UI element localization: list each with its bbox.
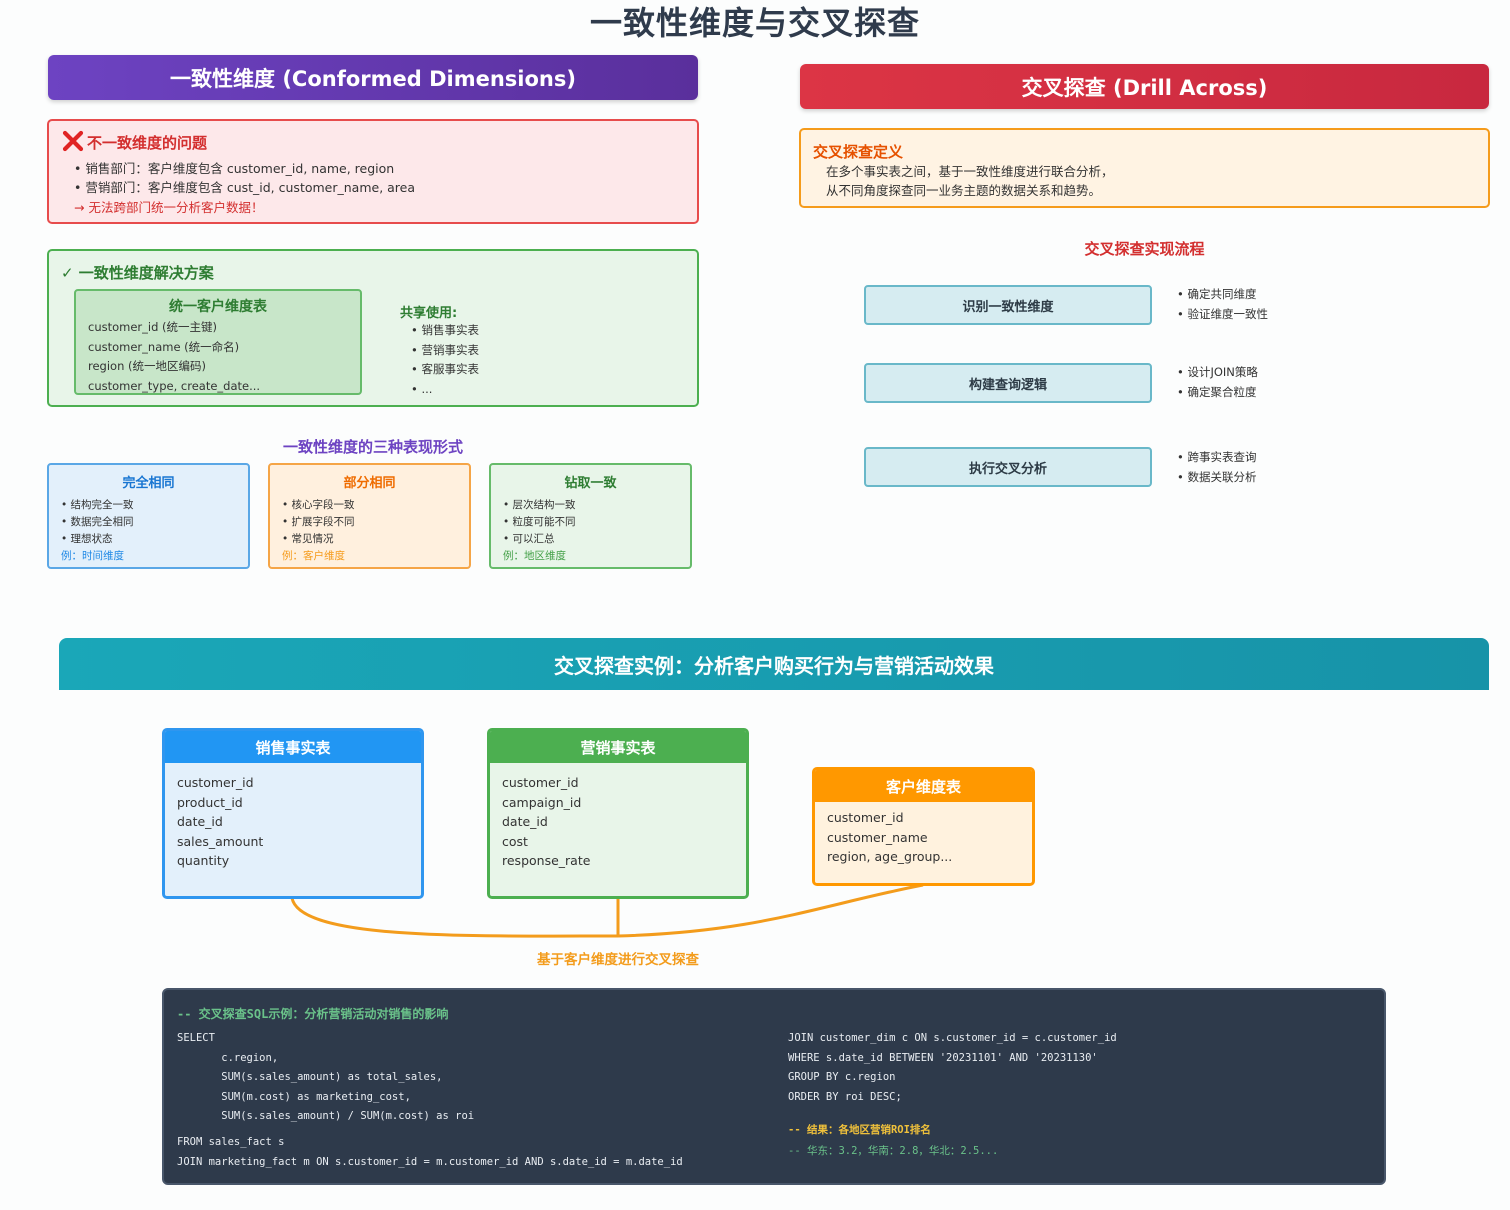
- problem-line: • 营销部门：客户维度包含 cust_id, customer_name, ar…: [74, 180, 416, 195]
- form-item: • 核心字段一致: [282, 499, 355, 511]
- dim-field: customer_name (统一命名): [88, 339, 240, 354]
- flow-notes: • 跨事实表查询 • 数据关联分析: [1177, 447, 1256, 487]
- flow-step-identify: 识别一致性维度: [864, 285, 1152, 325]
- table-field: customer_id: [502, 775, 579, 790]
- flow-step-execute: 执行交叉分析: [864, 447, 1152, 487]
- example-banner: 交叉探查实例：分析客户购买行为与营销活动效果: [59, 638, 1489, 690]
- unified-customer-dim-table: 统一客户维度表 customer_id (统一主键) customer_name…: [74, 289, 362, 395]
- form-card-title: 完全相同: [122, 476, 175, 491]
- table-field: date_id: [502, 814, 548, 829]
- table-field: response_rate: [502, 853, 591, 868]
- flow-note: • 数据关联分析: [1177, 470, 1257, 484]
- shared-item: • 营销事实表: [411, 342, 479, 357]
- sql-result-values: -- 华东：3.2，华南：2.8，华北：2.5...: [788, 1145, 999, 1157]
- problem-box: 不一致维度的问题 • 销售部门：客户维度包含 customer_id, name…: [47, 119, 699, 224]
- sql-line: c.region,: [177, 1052, 279, 1064]
- connector-customer: [617, 883, 924, 938]
- table-field: sales_amount: [177, 833, 264, 849]
- table-field: customer_name: [827, 829, 928, 845]
- sql-line: WHERE s.date_id BETWEEN '20231101' AND '…: [788, 1052, 1098, 1064]
- form-example: 例：客户维度: [282, 550, 345, 562]
- flow-note: • 跨事实表查询: [1177, 450, 1257, 464]
- flow-notes: • 确定共同维度 • 验证维度一致性: [1177, 284, 1268, 324]
- form-example: 例：时间维度: [61, 550, 124, 562]
- form-card-title: 钻取一致: [564, 476, 617, 491]
- form-card-title: 部分相同: [343, 476, 396, 491]
- solution-heading: ✓ 一致性维度解决方案: [61, 264, 214, 282]
- sql-line: GROUP BY c.region: [788, 1071, 896, 1083]
- problem-heading: 不一致维度的问题: [87, 134, 208, 152]
- definition-heading: 交叉探查定义: [813, 143, 904, 161]
- problem-conclusion: → 无法跨部门统一分析客户数据！: [74, 200, 264, 215]
- flow-note: • 确定聚合粒度: [1177, 385, 1257, 399]
- form-item: • 理想状态: [61, 533, 113, 545]
- conformed-dimensions-banner: 一致性维度 (Conformed Dimensions): [48, 55, 698, 100]
- definition-box: 交叉探查定义 在多个事实表之间，基于一致性维度进行联合分析， 从不同角度探查同一…: [799, 128, 1490, 208]
- dim-field: customer_type, create_date...: [88, 378, 261, 393]
- page-title: 一致性维度与交叉探查: [589, 4, 920, 42]
- connector-sales: [290, 897, 619, 938]
- form-item: • 数据完全相同: [61, 516, 134, 528]
- form-item: • 结构完全一致: [61, 499, 134, 511]
- customer-dim-table: 客户维度表 customer_id customer_name region, …: [812, 767, 1035, 886]
- flow-note: • 验证维度一致性: [1177, 307, 1268, 321]
- sql-line: SUM(s.sales_amount) as total_sales,: [177, 1071, 443, 1083]
- table-field: customer_id: [177, 775, 254, 790]
- unified-dim-fields: customer_id (统一主键) customer_name (统一命名) …: [88, 318, 260, 396]
- sql-line: JOIN marketing_fact m ON s.customer_id =…: [177, 1156, 683, 1168]
- flow-step-build: 构建查询逻辑: [864, 363, 1152, 403]
- marketing-fact-table: 营销事实表 customer_id campaign_id date_id co…: [487, 728, 749, 899]
- form-item: • 扩展字段不同: [282, 516, 355, 528]
- form-card-drill: 钻取一致 • 层次结构一致 • 粒度可能不同 • 可以汇总 例：地区维度: [489, 463, 692, 569]
- flow-note: • 设计JOIN策略: [1177, 365, 1258, 379]
- dim-field: region (统一地区编码): [88, 359, 206, 373]
- table-title: 营销事实表: [490, 731, 746, 763]
- dim-field: customer_id (统一主键): [88, 320, 218, 334]
- shared-usage-title: 共享使用:: [400, 306, 458, 321]
- flow-notes: • 设计JOIN策略 • 确定聚合粒度: [1177, 362, 1258, 402]
- forms-title: 一致性维度的三种表现形式: [282, 438, 463, 456]
- form-card-identical: 完全相同 • 结构完全一致 • 数据完全相同 • 理想状态 例：时间维度: [47, 463, 250, 569]
- unified-dim-title: 统一客户维度表: [169, 299, 267, 315]
- table-title: 客户维度表: [815, 770, 1032, 802]
- sql-code-block: -- 交叉探查SQL示例：分析营销活动对销售的影响 SELECT c.regio…: [162, 988, 1386, 1185]
- flow-title: 交叉探查实现流程: [1084, 240, 1205, 258]
- table-field: campaign_id: [502, 794, 582, 810]
- sql-comment: -- 交叉探查SQL示例：分析营销活动对销售的影响: [177, 1007, 449, 1021]
- table-field: customer_id: [827, 810, 904, 825]
- form-item: • 常见情况: [282, 533, 334, 545]
- connector-label: 基于客户维度进行交叉探查: [537, 952, 699, 968]
- sql-result-title: -- 结果：各地区营销ROI排名: [788, 1124, 931, 1136]
- table-field: quantity: [177, 853, 230, 868]
- flow-note: • 确定共同维度: [1177, 287, 1257, 301]
- table-field: date_id: [177, 814, 223, 829]
- sql-line: SELECT: [177, 1032, 215, 1044]
- form-example: 例：地区维度: [503, 550, 566, 562]
- drill-across-banner: 交叉探查 (Drill Across): [800, 64, 1489, 109]
- form-item: • 粒度可能不同: [503, 516, 576, 528]
- solution-box: ✓ 一致性维度解决方案 统一客户维度表 customer_id (统一主键) c…: [47, 249, 699, 407]
- form-item: • 可以汇总: [503, 533, 555, 545]
- table-title: 销售事实表: [165, 731, 421, 763]
- shared-item: • 客服事实表: [411, 362, 479, 376]
- sql-line: FROM sales_fact s: [177, 1136, 285, 1148]
- shared-item: • 销售事实表: [411, 323, 479, 337]
- table-field: product_id: [177, 794, 243, 810]
- definition-line: 在多个事实表之间，基于一致性维度进行联合分析，: [826, 164, 1114, 179]
- form-card-partial: 部分相同 • 核心字段一致 • 扩展字段不同 • 常见情况 例：客户维度: [268, 463, 471, 569]
- shared-usage-list: • 销售事实表 • 营销事实表 • 客服事实表 • ...: [411, 321, 479, 399]
- cross-icon: [61, 129, 85, 153]
- shared-item: • ...: [411, 381, 433, 396]
- table-field: cost: [502, 833, 528, 849]
- sales-fact-table: 销售事实表 customer_id product_id date_id sal…: [162, 728, 424, 899]
- sql-line: JOIN customer_dim c ON s.customer_id = c…: [788, 1032, 1117, 1044]
- table-field: region, age_group...: [827, 849, 953, 864]
- sql-line: SUM(m.cost) as marketing_cost,: [177, 1091, 411, 1103]
- form-item: • 层次结构一致: [503, 499, 576, 511]
- definition-line: 从不同角度探查同一业务主题的数据关系和趋势。: [826, 183, 1102, 198]
- problem-line: • 销售部门：客户维度包含 customer_id, name, region: [74, 161, 395, 176]
- sql-line: SUM(s.sales_amount) / SUM(m.cost) as roi: [177, 1110, 475, 1122]
- sql-line: ORDER BY roi DESC;: [788, 1091, 902, 1103]
